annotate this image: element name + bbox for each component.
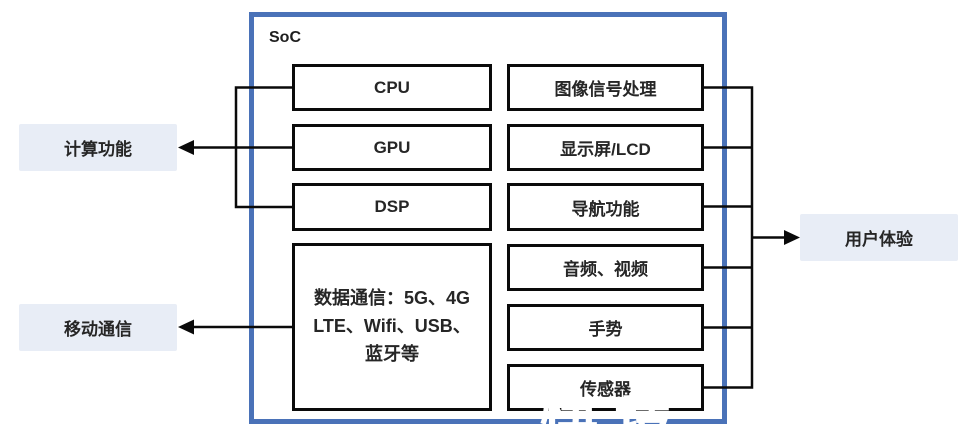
label-mobile-communication-text: 移动通信: [64, 320, 132, 339]
arrowhead-compute: [178, 140, 194, 155]
label-compute-function-text: 计算功能: [64, 140, 132, 159]
soc-title: SoC: [269, 29, 301, 46]
box-display-lcd: 显示屏/LCD: [507, 124, 704, 171]
box-audio-video-label: 音频、视频: [563, 260, 648, 279]
arrowhead-ux: [784, 230, 800, 245]
box-gpu-label: GPU: [373, 137, 411, 157]
box-image-signal-processing-label: 图像信号处理: [554, 80, 657, 99]
box-image-signal-processing: 图像信号处理: [507, 64, 704, 111]
box-dsp: DSP: [292, 183, 492, 231]
box-data-comm-label: 数据通信：5G、4G LTE、Wifi、USB、蓝牙等: [313, 288, 471, 364]
box-dsp-label: DSP: [374, 197, 410, 216]
box-cpu: CPU: [292, 64, 492, 111]
box-data-comm: 数据通信：5G、4G LTE、Wifi、USB、蓝牙等: [292, 243, 492, 411]
arrowhead-mobile: [178, 319, 194, 335]
box-display-lcd-label: 显示屏/LCD: [560, 140, 651, 159]
box-sensor-label: 传感器: [580, 380, 631, 399]
label-user-experience: 用户体验: [800, 214, 958, 261]
box-gesture: 手势: [507, 304, 704, 351]
box-gpu: GPU: [292, 124, 492, 171]
right-bracket: [704, 86, 754, 389]
box-cpu-label: CPU: [374, 77, 410, 97]
box-audio-video: 音频、视频: [507, 244, 704, 291]
label-mobile-communication: 移动通信: [19, 304, 177, 351]
box-gesture-label: 手势: [588, 320, 623, 339]
label-user-experience-text: 用户体验: [845, 230, 913, 249]
watermark-text: 快技: [540, 393, 689, 442]
box-navigation-label: 导航功能: [571, 199, 640, 219]
box-sensor: 传感器: [507, 364, 704, 411]
box-navigation: 导航功能: [507, 183, 704, 231]
label-compute-function: 计算功能: [19, 124, 177, 171]
